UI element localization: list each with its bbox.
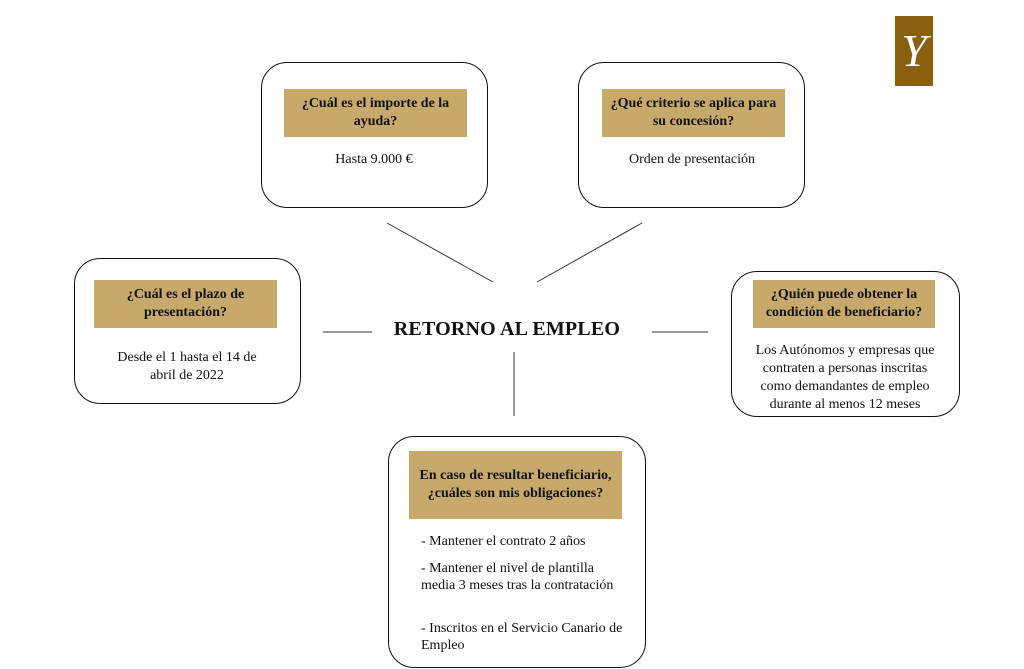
answer-importe: Hasta 9.000 € [335, 152, 413, 167]
answer-criterio: Orden de presentación [629, 152, 755, 167]
question-obligaciones: En caso de resultar beneficiario, ¿cuále… [409, 451, 622, 519]
brand-logo: Y [895, 16, 933, 86]
question-beneficiario: ¿Quién puede obtener la condición de ben… [753, 280, 935, 328]
answer-beneficiario: Los Autónomos y empresas que contraten a… [755, 343, 935, 412]
question-importe: ¿Cuál es el importe de la ayuda? [284, 89, 467, 137]
logo-letter: Y [901, 25, 927, 76]
question-criterio: ¿Qué criterio se aplica para su concesió… [602, 89, 785, 137]
obligation-item: - Mantener el contrato 2 años [421, 534, 586, 549]
obligation-item: - Inscritos en el Servicio Canario de Em… [421, 621, 623, 653]
obligation-item: - Mantener el nivel de plantilla media 3… [421, 561, 614, 593]
card-criterio: ¿Qué criterio se aplica para su concesió… [578, 62, 805, 208]
connector-top-left [386, 222, 494, 283]
card-importe: ¿Cuál es el importe de la ayuda? Hasta 9… [261, 62, 488, 208]
connector-top-right [536, 222, 643, 283]
answer-plazo: Desde el 1 hasta el 14 de abril de 2022 [117, 350, 257, 383]
card-plazo: ¿Cuál es el plazo de presentación? Desde… [74, 258, 301, 404]
card-beneficiario: ¿Quién puede obtener la condición de ben… [731, 271, 960, 417]
question-plazo: ¿Cuál es el plazo de presentación? [94, 280, 277, 328]
central-topic: RETORNO AL EMPLEO [393, 318, 621, 340]
card-obligaciones: En caso de resultar beneficiario, ¿cuále… [388, 436, 646, 668]
